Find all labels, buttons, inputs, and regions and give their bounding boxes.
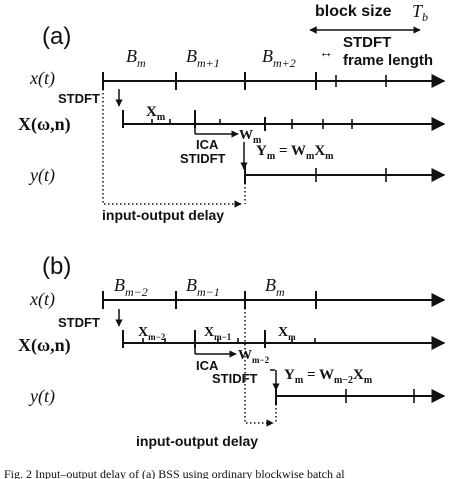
block-label-bm: Bm [126,46,146,70]
figure-caption: Fig. 2 Input–output delay of (a) BSS usi… [4,467,345,479]
W-label-b: Wm−2 [238,348,270,365]
y-axis-a-ticks [244,165,387,184]
block-label-bm-1: Bm−1 [186,275,220,299]
equation-b: Ym = Wm−2Xm [284,367,373,386]
stdft-frame-label-1: STDFT [343,34,391,51]
block-label-bm1: Bm+1 [186,46,220,70]
row-label-X: X(ω,n) [18,114,71,135]
X-label-m-1: Xm−1 [204,325,232,342]
panel-b: (b) Bm−2 Bm−1 Bm x(t) X(ω,n) y(t) STDFT [18,253,446,449]
block-label-bm-2: Bm−2 [114,275,148,299]
block-size-symbol: Tb [412,1,428,24]
X-axis-b-ticks [122,330,316,348]
row-label-x: x(t) [29,68,55,89]
block-label-bm2: Bm+2 [262,46,296,70]
panel-a-tag: (a) [42,23,71,50]
panel-b-tag: (b) [42,253,71,280]
block-size-label: block size [315,3,392,20]
ica-label-b: ICA [196,358,219,373]
stdft-label-a: STDFT [58,91,100,106]
row-label-x-b: x(t) [29,289,55,310]
stdft-frame-annotation: ↔ STDFT frame length [319,34,433,69]
ica-label-a: ICA [196,137,219,152]
Xm-label: Xm [146,104,166,123]
block-size-annotation: block size Tb [309,1,428,34]
X-axis-a-ticks [122,110,353,131]
frame-arrow: ↔ [319,44,333,60]
panel-a: (a) Bm Bm+1 Bm+2 x(t) X(ω,n) y(t) STDFT [18,23,446,223]
x-axis-a-ticks [102,72,387,90]
stdft-frame-label-2: frame length [343,52,433,69]
delay-label-a: input-output delay [102,207,224,223]
block-label-bm-b: Bm [265,275,285,299]
row-label-y: y(t) [28,165,55,186]
equation-a: Ym = WmXm [256,143,334,162]
delay-label-b: input-output delay [136,433,258,449]
X-label-m: Xm [278,325,296,342]
row-label-X-b: X(ω,n) [18,335,71,356]
X-label-m-2: Xm−2 [138,325,166,342]
stdft-label-b: STDFT [58,315,100,330]
stidft-label-a: STIDFT [180,151,226,166]
row-label-y-b: y(t) [28,386,55,407]
stidft-label-b: STIDFT [212,371,258,386]
Wm-label: Wm [239,128,262,146]
